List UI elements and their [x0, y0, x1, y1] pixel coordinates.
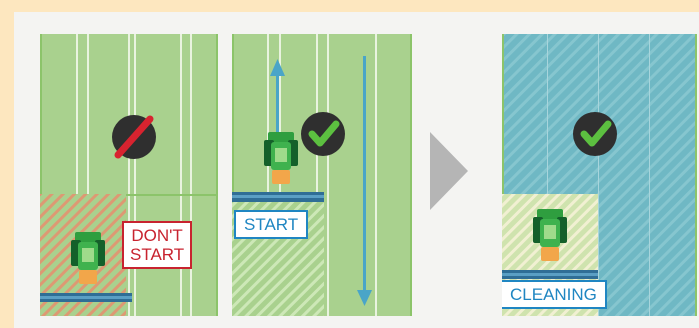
- label-start: START: [234, 210, 309, 240]
- label-cleaning: CLEANING: [502, 280, 607, 310]
- tractor-icon: [533, 209, 567, 261]
- up-arrow-icon: [270, 59, 285, 132]
- field-start: [232, 34, 412, 316]
- next-arrow-icon: [430, 132, 468, 210]
- label-line-1: CLEANING: [510, 285, 597, 304]
- diagram-stage: DON'T START: [14, 12, 699, 328]
- label-line-1: DON'T: [131, 226, 183, 245]
- tractor-icon: [71, 232, 105, 284]
- panel-start: START: [232, 34, 412, 316]
- panel-dont-start: DON'T START: [40, 34, 218, 316]
- label-dont-start: DON'T START: [122, 221, 193, 270]
- label-line-1: START: [244, 215, 299, 234]
- check-icon: [301, 112, 345, 156]
- panel-cleaning: CLEANING: [502, 34, 697, 316]
- label-line-2: START: [130, 245, 185, 265]
- field-dont-start: [40, 34, 218, 316]
- down-arrow-icon: [357, 56, 372, 306]
- check-icon: [573, 112, 617, 156]
- tractor-icon: [264, 132, 298, 184]
- no-icon: [112, 115, 156, 159]
- field-cleaning: [502, 34, 697, 316]
